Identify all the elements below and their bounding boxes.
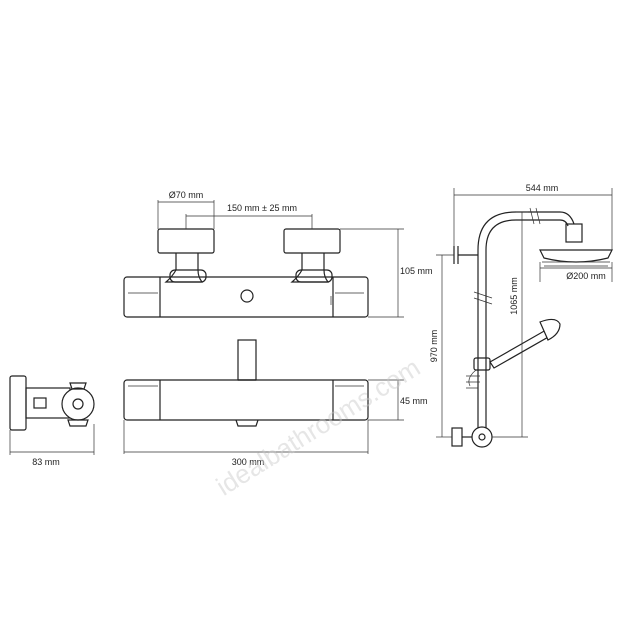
centres-label: 150 mm ± 25 mm xyxy=(227,203,297,213)
knob-diameter-label: Ø70 mm xyxy=(169,190,204,200)
shower-riser xyxy=(451,207,613,448)
dimension-body-height: 45 mm xyxy=(368,379,428,421)
dimension-knob-diameter: Ø70 mm xyxy=(157,190,215,229)
side-depth-label: 83 mm xyxy=(32,457,60,467)
valve-top-view xyxy=(123,228,369,318)
riser-width-label: 544 mm xyxy=(526,183,559,193)
dimension-riser-height: 1065 mm xyxy=(492,211,528,438)
dimension-valve-height: 105 mm xyxy=(340,228,433,318)
valve-height-label: 105 mm xyxy=(400,266,433,276)
dimension-side-depth: 83 mm xyxy=(9,424,95,467)
dimension-riser-width: 544 mm xyxy=(453,183,613,250)
dimension-centres: 150 mm ± 25 mm xyxy=(185,203,313,229)
dimension-body-length: 300 mm xyxy=(123,420,369,467)
dimension-outlet-height: 970 mm xyxy=(429,254,454,438)
head-diameter-label: Ø200 mm xyxy=(566,271,606,281)
outlet-height-label: 970 mm xyxy=(429,330,439,363)
body-length-label: 300 mm xyxy=(232,457,265,467)
valve-front-view xyxy=(123,339,369,427)
body-height-label: 45 mm xyxy=(400,396,428,406)
watermark: idealbathrooms.com xyxy=(211,352,425,502)
dimension-head-diameter: Ø200 mm xyxy=(539,262,613,282)
valve-side-view xyxy=(9,375,95,431)
riser-height-label: 1065 mm xyxy=(509,277,519,315)
